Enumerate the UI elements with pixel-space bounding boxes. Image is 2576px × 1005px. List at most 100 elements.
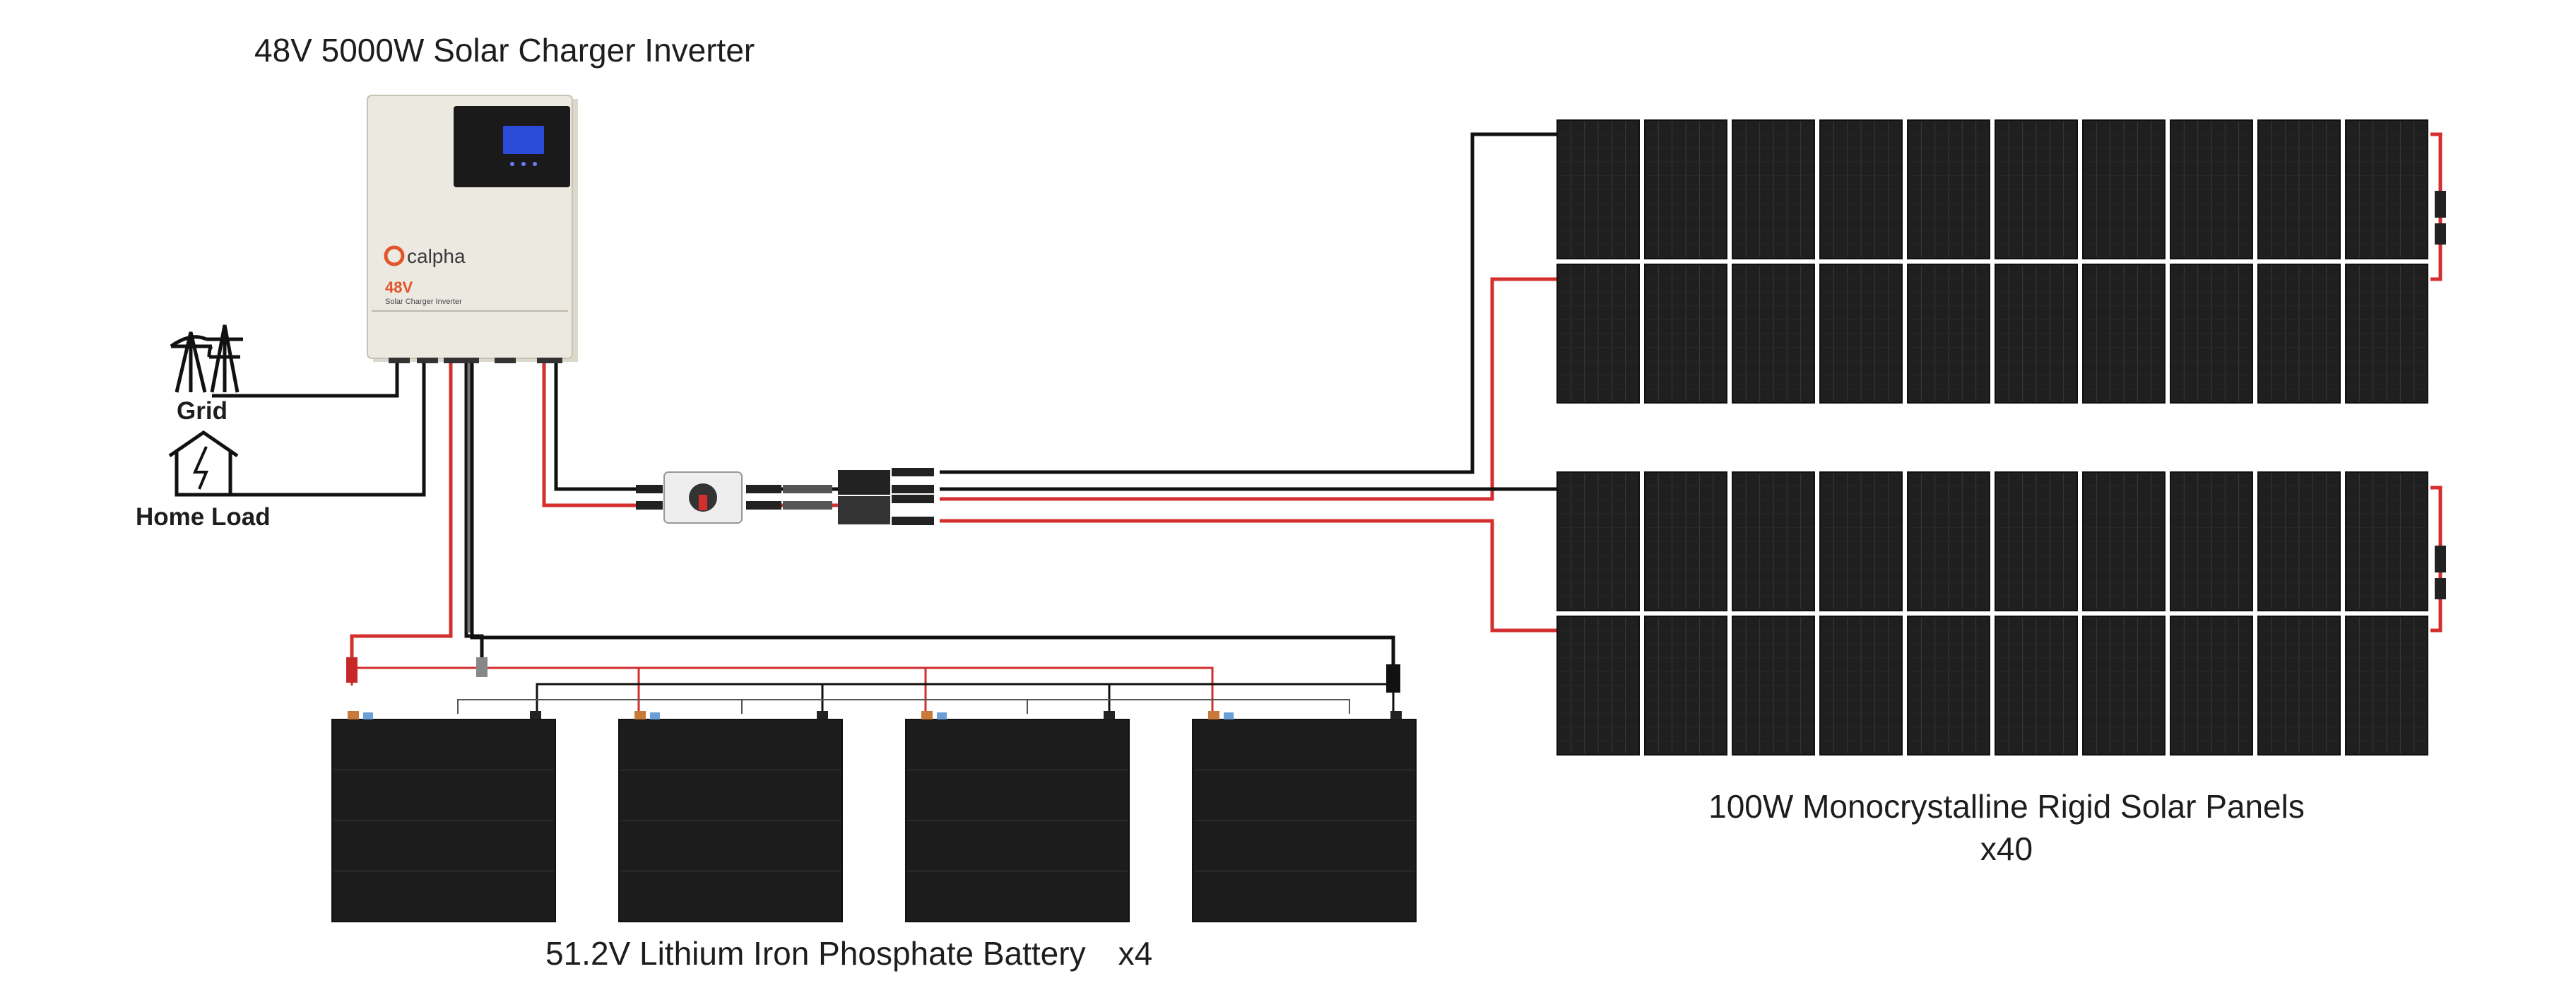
battery-neg-terminal [1390,711,1402,719]
inverter-terminals [389,358,562,363]
battery-neg-terminal [817,711,828,719]
grid-label: Grid [177,397,228,425]
array2-end-connector [2435,546,2446,572]
panel-leds [510,162,537,166]
solar-panel [1732,471,1815,611]
battery-comm-bus [457,699,1350,714]
array1-end-connector [2435,223,2446,245]
solar-panel [2082,119,2166,259]
solar-panel [1644,264,1727,404]
led [521,162,526,166]
solar-panel [1556,119,1640,259]
tower-left [171,331,212,393]
mc4-connector [746,485,781,493]
solar-panel [2170,471,2253,611]
battery-pos-terminal [348,711,359,719]
battery-quantity: x4 [1118,935,1153,972]
battery-unit [618,711,843,922]
battery-cable-lugs [346,657,1400,693]
solar-panel [1907,471,1990,611]
mc4-connector [892,468,934,476]
solar-panel [2345,616,2428,756]
inverter-unit: calpha 48V Solar Charger Inverter [367,95,578,363]
battery-unit [331,711,556,922]
mc4-connector [636,485,663,493]
wiring [212,132,2442,714]
solar-panel [2257,471,2341,611]
y-branch-connector [838,496,890,524]
battery-display [650,712,660,719]
battery-bank [331,711,1417,922]
led [510,162,514,166]
array1-pos-wire [940,277,1561,501]
solar-panel [1907,616,1990,756]
solar-panel [2345,264,2428,404]
solar-panel [1819,616,1903,756]
array2-end-connector [2435,578,2446,599]
solar-panel [1732,616,1815,756]
house-outline [168,430,239,497]
battery-display [937,712,947,719]
solar-panel [2257,616,2341,756]
solar-panel [1995,264,2078,404]
panels-quantity: x40 [1980,830,2033,867]
panels-title: 100W Monocrystalline Rigid Solar Panels [1708,788,2305,825]
breaker-knob-red [699,495,707,510]
battery-comm-bus-2 [741,700,1028,714]
solar-panel [1556,471,1640,611]
home-load-icon [168,430,239,497]
mc4-connector [892,495,934,503]
solar-panel [2082,616,2166,756]
positive-lug [346,657,358,683]
negative-lug [1386,664,1400,693]
solar-panel [2082,471,2166,611]
solar-panel [1907,119,1990,259]
solar-panel [1995,119,2078,259]
battery-pos-terminal [634,711,646,719]
mc4-connector [636,501,663,510]
battery-neg-return-wire [470,362,1395,668]
comm-plug [476,657,488,677]
battery-neg-terminal [530,711,541,719]
solar-panel [1907,264,1990,404]
solar-panel [1995,616,2078,756]
solar-panel [1644,471,1727,611]
solar-panel [1819,119,1903,259]
terminal [495,358,516,363]
solar-panel [1819,264,1903,404]
terminal [444,358,479,363]
solar-panel [2170,119,2253,259]
y-branch-connector [838,470,890,495]
inverter-caption: Solar Charger Inverter [385,298,462,306]
inverter-brand: calpha [407,245,466,267]
array1-neg-wire [940,132,1561,474]
solar-panel [1732,119,1815,259]
tower-cables [170,335,213,358]
grid-tower-icon [170,324,243,393]
pv-combiner-box [636,468,934,525]
led [533,162,537,166]
battery-display [1224,712,1234,719]
solar-panel [1819,471,1903,611]
lcd-display [503,126,544,154]
battery-neg-terminal [1104,711,1115,719]
mc4-connector [783,485,832,493]
battery-positive-main-wire [350,362,453,661]
battery-pos-terminal [921,711,933,719]
battery-pos-terminal [1208,711,1219,719]
battery-title-text: 51.2V Lithium Iron Phosphate Battery [545,935,1086,972]
solar-panel [2170,264,2253,404]
home-load-label: Home Load [136,503,271,531]
solar-panel [1556,616,1640,756]
brand-logo-icon [384,245,405,266]
array1-end-connector [2435,191,2446,218]
grid-wire [212,362,399,398]
array2-pos-wire [940,519,1561,633]
solar-panel [1995,471,2078,611]
solar-panel [2082,264,2166,404]
battery-unit [905,711,1130,922]
solar-panel [2257,119,2341,259]
solar-panel [1644,616,1727,756]
pv-neg-inverter-wire [554,362,643,491]
terminal [417,358,438,363]
